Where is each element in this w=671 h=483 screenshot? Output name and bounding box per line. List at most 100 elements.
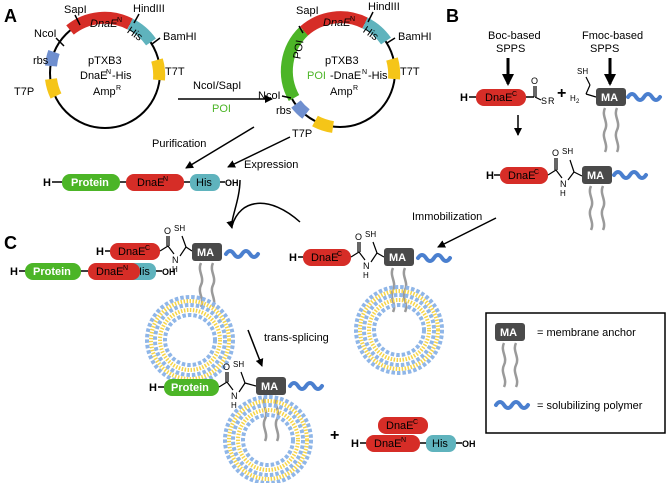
b2-sh: SH: [562, 147, 573, 156]
membrane-anchor-b2-label: MA: [587, 170, 604, 182]
plasmid-ptxb3-poi: POI DnaE N His SapI HindIII BamHI T7T Nc…: [258, 1, 432, 140]
rbs-site-label: rbs: [33, 55, 49, 67]
b-plus: +: [557, 85, 566, 102]
protein-domain-label: Protein: [71, 177, 109, 189]
plasmid-2-insert-b: -His: [368, 70, 388, 82]
c-dnae-c-domain: [110, 243, 160, 260]
thioester-r: R: [548, 96, 555, 106]
dnae-c-2-sup: C: [534, 169, 539, 176]
ncoi-site-label: NcoI: [34, 28, 57, 40]
legend-membrane-anchor: = membrane anchor: [537, 327, 636, 339]
c-dnae-c-sup: C: [145, 245, 150, 252]
curve-arrow-right: [231, 202, 301, 227]
hindiii-site-label: HindIII: [133, 3, 165, 15]
dnae-c-label: DnaE: [485, 92, 513, 104]
r-membrane-anchor-label: MA: [389, 252, 406, 264]
legend-ma-label: MA: [500, 327, 517, 339]
r-dnae-c-domain: [303, 249, 351, 266]
dnae-segment-2-sup: N: [350, 16, 355, 23]
r-polymer: [416, 253, 452, 263]
p-membrane-anchor-label: MA: [261, 381, 278, 393]
t7t-segment: [151, 58, 166, 81]
rel-dnae-c: [378, 417, 428, 434]
rel-dnae-c-label: DnaE: [386, 420, 414, 432]
c-membrane-anchor: [192, 243, 222, 261]
dnae-n-label: DnaE: [137, 177, 165, 189]
dnae-c-domain-2: [500, 167, 548, 184]
c-vesicle-left: [145, 295, 235, 385]
thioester-s: S: [541, 96, 547, 106]
rel-dnae-n-label: DnaE: [374, 438, 402, 450]
dnae-segment-2: [300, 11, 368, 36]
rel-h-label: H: [351, 438, 359, 450]
plasmid-ptxb3: DnaE N His NcoI SapI HindIII BamHI rbs T…: [14, 3, 197, 129]
sapi-site-label: SapI: [64, 4, 87, 16]
plasmid-insert-sup: N: [106, 69, 111, 76]
membrane-anchor-b: [596, 88, 626, 106]
b2-nh: H: [560, 189, 566, 198]
b-h2n-label: H: [570, 94, 576, 103]
t7p-segment: [45, 78, 62, 99]
plasmid-2-insert-poi: POI: [307, 70, 326, 82]
dnae-c-domain: [476, 89, 526, 106]
p-h-label: H: [149, 382, 157, 394]
plasmid-2-insert-sup: N: [362, 69, 367, 76]
r-sh: SH: [365, 230, 376, 239]
c-protein-domain: [25, 263, 81, 280]
plasmid-marker: Amp: [93, 86, 116, 98]
b-h-label: H: [460, 92, 468, 104]
p-protein-domain: [164, 379, 219, 396]
p-amide-o: O: [223, 362, 230, 372]
his-segment: [127, 18, 156, 46]
panel-label-a: A: [4, 6, 17, 26]
c-oh-label: OH: [162, 267, 176, 277]
c-dnae-c-label: DnaE: [118, 246, 146, 258]
t7p-segment-2: [312, 115, 335, 133]
ncoi-site-label-2: NcoI: [258, 90, 281, 102]
rel-dnae-n: [366, 435, 420, 452]
expression-label: Expression: [244, 159, 298, 171]
p-protein-label: Protein: [171, 382, 209, 394]
rel-oh-label: OH: [462, 439, 476, 449]
ligated-protein-product: H Protein O N H SH MA: [149, 360, 324, 483]
rel-his-tag: [426, 435, 456, 452]
legend-ma-swatch: [495, 323, 525, 341]
fmoc-label-2: SPPS: [590, 43, 619, 55]
dnae-n-domain: [126, 174, 184, 191]
released-intein: DnaE C H DnaE N His OH: [351, 417, 476, 452]
protein-domain: [62, 174, 120, 191]
rbs-segment-2: [291, 100, 310, 119]
cloning-arrow-label: NcoI/SapI: [193, 80, 241, 92]
cloning-arrow-sublabel: POI: [212, 103, 231, 115]
his-tag-label: His: [196, 177, 212, 189]
c-amide-h: H: [172, 265, 178, 274]
plasmid-2-marker: Amp: [330, 86, 353, 98]
polymer-b: [626, 92, 662, 102]
membrane-anchor-b2: [582, 166, 612, 184]
r-amide-h: H: [363, 271, 369, 280]
purification-label: Purification: [152, 138, 206, 150]
polymer-b2: [612, 170, 648, 180]
expression-arrow: [227, 136, 291, 168]
boc-label-1: Boc-based: [488, 30, 541, 42]
p-amide-n: N: [231, 391, 238, 401]
panel-label-c: C: [4, 233, 17, 253]
r-amide-o: O: [355, 232, 362, 242]
c-vesicle-right: [354, 285, 444, 375]
c-polymer: [224, 249, 260, 259]
b2-n: N: [560, 179, 567, 189]
p-vesicle: [223, 395, 313, 483]
poi-segment: [280, 26, 309, 101]
oh-label: OH: [225, 178, 239, 188]
dnae-n-sup: N: [163, 176, 168, 183]
spps-panel: Boc-based SPPS Fmoc-based SPPS H DnaE C …: [460, 30, 662, 232]
c-protein-label: Protein: [33, 266, 71, 278]
t7p-site-label: T7P: [14, 86, 34, 98]
r-amide-n: N: [363, 261, 370, 271]
b2-h-label: H: [486, 170, 494, 182]
his-segment-2: [362, 17, 391, 45]
trans-splicing-arrow: [247, 329, 264, 367]
dnae-segment-sup: N: [117, 17, 122, 24]
c-h-label: H: [10, 266, 18, 278]
plasmid-insert-b: -His: [112, 70, 132, 82]
